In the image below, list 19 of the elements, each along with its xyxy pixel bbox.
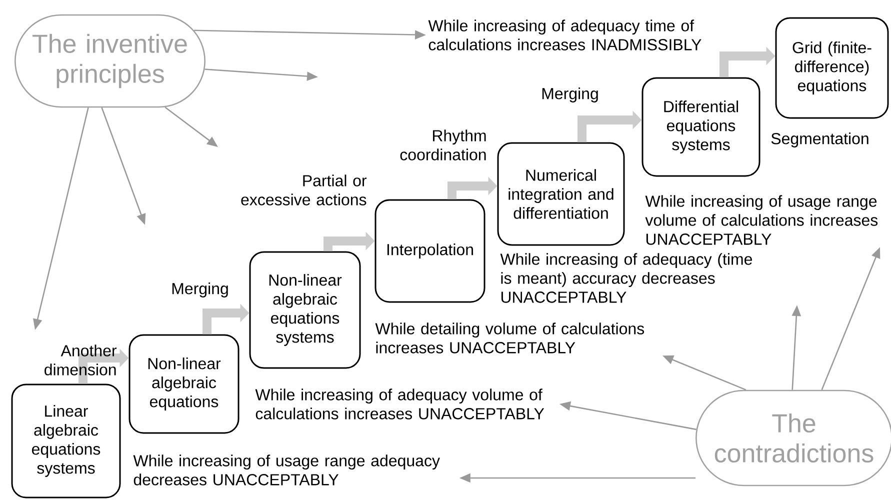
- contradiction-text: While increasing of usage range volume of calculations increases UNACCEPTABLY: [645, 195, 878, 245]
- edge-label: Segmentation: [771, 132, 868, 148]
- edge-label: Rhythm coordination: [400, 130, 486, 160]
- process-box: Differential equations systems: [642, 77, 760, 177]
- process-box: Non-linear algebraic equations systems: [249, 251, 361, 369]
- process-box: Non-linear algebraic equations: [128, 334, 240, 434]
- process-box: Linear algebraic equations systems: [11, 384, 121, 498]
- edge-label: Merging: [542, 88, 598, 102]
- contradiction-text: While increasing of adequacy time of calculations increases INADMISSIBLY: [428, 20, 702, 50]
- contradiction-text: While detailing volume of calculations increases UNACCEPTABLY: [375, 322, 644, 354]
- edge-label: Partial or excessive actions: [241, 174, 367, 206]
- contradiction-text: While increasing of adequacy (time is meant) accuracy decreases UNACCEPTABLY: [500, 253, 752, 303]
- contradiction-text: While increasing of adequacy volume of calculations increases UNACCEPTABLY: [255, 388, 544, 420]
- process-box: Grid (finite-difference) equations: [775, 17, 889, 119]
- process-box: Interpolation: [374, 199, 486, 303]
- edge-label: Another dimension: [44, 344, 117, 376]
- edge-label: Merging: [172, 282, 228, 298]
- contradiction-text: While increasing of usage range adequacy decreases UNACCEPTABLY: [133, 454, 440, 486]
- process-box: Numerical integration and differentiation: [497, 142, 625, 246]
